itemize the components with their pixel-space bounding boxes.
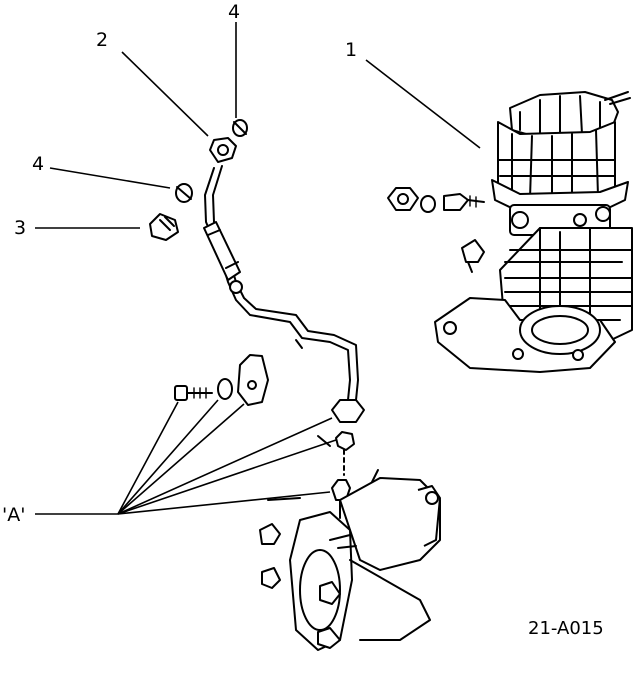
leader-2 — [121, 51, 209, 137]
leader-4b — [49, 167, 171, 189]
fuel-pipe — [203, 165, 359, 401]
figure-code: 21-A015 — [528, 618, 604, 639]
leader-1 — [365, 59, 481, 149]
part-1-pump-assembly — [434, 91, 633, 373]
leader-A-olive — [117, 439, 337, 515]
fitting-group-part-1 — [387, 187, 485, 213]
banjo-fitting-group — [149, 119, 248, 241]
callout-A: 'A' — [2, 504, 25, 526]
leader-A-bolt — [117, 401, 179, 515]
callout-1: 1 — [345, 39, 357, 61]
callout-2: 2 — [96, 29, 108, 51]
leader-A-nipple — [117, 491, 331, 515]
leader-A-clip — [117, 403, 245, 515]
callout-4-top: 4 — [228, 1, 240, 23]
callout-4-left: 4 — [32, 153, 44, 175]
callout-3: 3 — [14, 217, 26, 239]
leader-A-washer — [117, 399, 219, 515]
leader-lines — [35, 22, 481, 515]
lower-fitting-group — [174, 354, 365, 519]
carburettor-body — [259, 469, 441, 651]
leader-A-nut — [117, 417, 333, 515]
